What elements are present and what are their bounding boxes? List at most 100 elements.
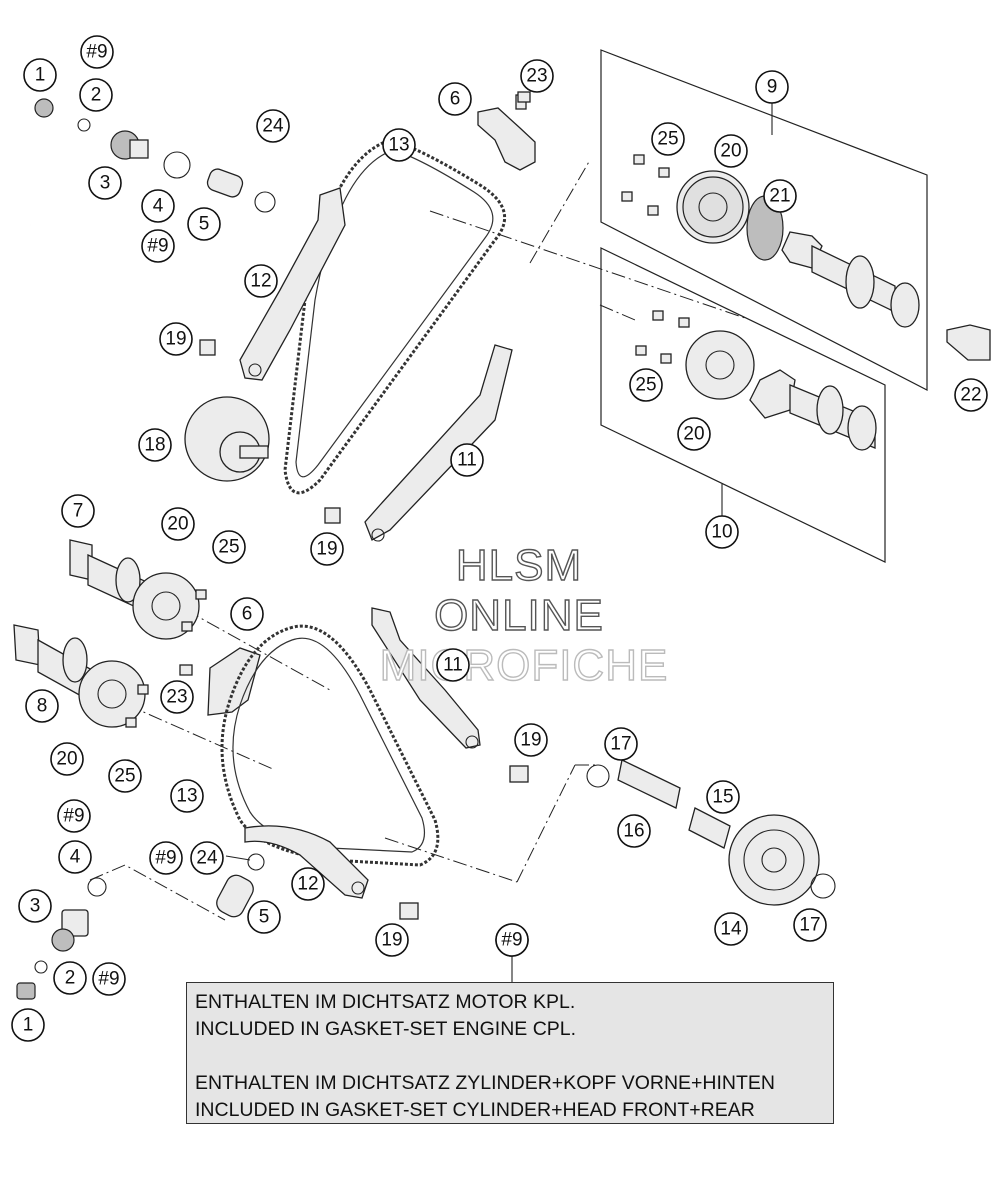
callout-label: 1: [35, 65, 46, 86]
callout-10-24: 10: [705, 515, 739, 549]
callout-label: 25: [635, 375, 656, 396]
callout-17-36: 17: [604, 727, 638, 761]
callout-17-51: 17: [793, 908, 827, 942]
callout-label: 16: [623, 821, 644, 842]
callout-label: 25: [218, 537, 239, 558]
o-ring-24-top: [254, 191, 276, 213]
callout-label: 25: [657, 129, 678, 150]
callout-11-34: 11: [436, 648, 470, 682]
callout-21-20: 21: [763, 179, 797, 213]
callout-label: 19: [165, 329, 186, 350]
note-de-line-2: ENTHALTEN IM DICHTSATZ ZYLINDER+KOPF VOR…: [195, 1072, 776, 1094]
callout-label: 20: [167, 514, 188, 535]
callout-16-38: 16: [617, 814, 651, 848]
callout-20-31: 20: [50, 742, 84, 776]
callout-label: #9: [63, 806, 84, 827]
callout-hash-9-6: #9: [141, 229, 175, 263]
callout-label: 23: [166, 687, 187, 708]
callout-label: 20: [720, 141, 741, 162]
o-ring-24-bottom: [247, 853, 265, 871]
callout-layer: 1#92345#924#9121918136231119925202125202…: [11, 35, 988, 1042]
callout-label: 15: [712, 787, 733, 808]
tensioner-piston-5-bottom: [216, 874, 254, 918]
callout-label: 13: [388, 135, 409, 156]
callout-hash-9-52: #9: [495, 923, 529, 957]
callout-19-49: 19: [375, 923, 409, 957]
washer-17-a: [586, 764, 610, 788]
callout-label: 2: [65, 968, 76, 989]
seal-4-top: [163, 151, 191, 179]
callout-11-15: 11: [450, 443, 484, 477]
callout-18-11: 18: [138, 428, 172, 462]
callout-label: 24: [262, 116, 284, 137]
sprocket-upper-rear: [676, 170, 750, 244]
callout-19-35: 19: [514, 723, 548, 757]
callout-3-3: 3: [88, 166, 122, 200]
plug-1-top: [34, 98, 54, 118]
callout-5-48: 5: [247, 900, 281, 934]
callout-hash-9-39: #9: [57, 799, 91, 833]
callout-label: #9: [86, 42, 107, 63]
callout-label: 7: [73, 501, 84, 522]
callout-label: 17: [799, 915, 820, 936]
callout-label: 11: [443, 655, 463, 676]
chain-rail-front-11: [371, 607, 481, 749]
callout-label: 14: [720, 919, 742, 940]
callout-label: 6: [450, 89, 461, 110]
gasket-set-note: ENTHALTEN IM DICHTSATZ MOTOR KPL. INCLUD…: [186, 982, 834, 1124]
callout-label: 24: [196, 848, 218, 869]
sprocket-front-20-b: [78, 660, 146, 728]
assembly-box-9: [600, 49, 928, 391]
watermark: HLSM ONLINE MICROFICHE: [379, 540, 668, 690]
callout-hash-9-45: #9: [92, 962, 126, 996]
callout-label: 8: [37, 696, 48, 717]
callout-label: 19: [316, 539, 337, 560]
callout-label: 2: [91, 85, 102, 106]
bush-15: [688, 807, 731, 849]
note-en-line-2: INCLUDED IN GASKET-SET CYLINDER+HEAD FRO…: [195, 1099, 755, 1121]
callout-label: 13: [176, 786, 197, 807]
callout-label: 11: [457, 450, 477, 471]
callout-label: #9: [501, 930, 522, 951]
callout-14-50: 14: [714, 912, 748, 946]
callout-4-40: 4: [58, 840, 92, 874]
o-ring-2-bottom: [34, 960, 48, 974]
callout-15-37: 15: [706, 780, 740, 814]
bolt-19-b: [324, 507, 341, 524]
callout-label: 18: [144, 435, 165, 456]
seal-4-bottom: [87, 877, 107, 897]
callout-hash-9-1: #9: [80, 35, 114, 69]
sprocket-lower-rear: [685, 330, 755, 400]
callout-label: 1: [23, 1015, 34, 1036]
callout-1-44: 1: [11, 1008, 45, 1042]
callout-label: 5: [199, 214, 210, 235]
callout-2-2: 2: [79, 78, 113, 112]
callout-label: 23: [526, 66, 547, 87]
callout-25-18: 25: [651, 122, 685, 156]
callout-8-29: 8: [25, 689, 59, 723]
callout-13-12: 13: [382, 128, 416, 162]
assembly-box-10: [600, 247, 886, 563]
callout-22-23: 22: [954, 378, 988, 412]
callout-25-32: 25: [108, 759, 142, 793]
callout-label: 4: [70, 847, 81, 868]
callout-label: 5: [259, 907, 270, 928]
callout-24-7: 24: [256, 109, 290, 143]
bolt-19-c: [509, 765, 529, 783]
chain-tensioner-rear-6: [477, 94, 536, 171]
svg-text:HLSM: HLSM: [456, 541, 582, 590]
callout-label: 12: [250, 271, 271, 292]
tensioner-housing-3-top: [110, 130, 149, 160]
callout-23-30: 23: [160, 680, 194, 714]
callout-label: #9: [98, 969, 119, 990]
bolt-23-front: [179, 664, 193, 676]
pin-16: [617, 759, 681, 809]
callout-1-0: 1: [23, 58, 57, 92]
chain-guide-front-12: [244, 825, 369, 899]
callout-6-13: 6: [438, 82, 472, 116]
svg-text:ONLINE: ONLINE: [434, 591, 604, 640]
callout-label: 12: [297, 874, 318, 895]
callout-23-14: 23: [520, 59, 554, 93]
callout-6-28: 6: [230, 597, 264, 631]
